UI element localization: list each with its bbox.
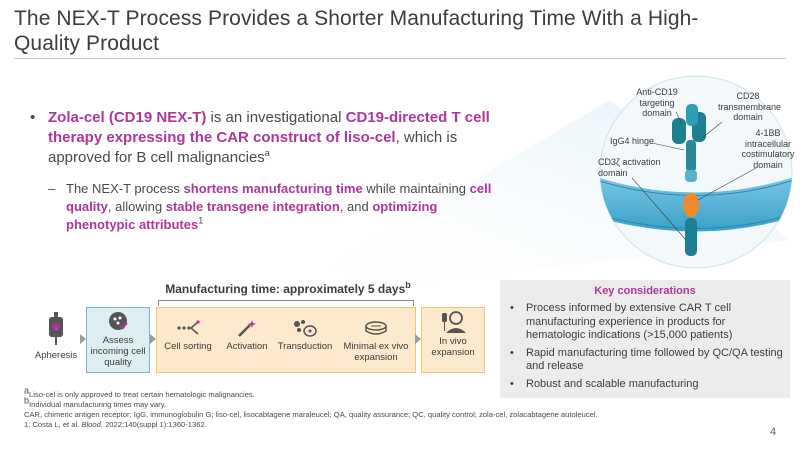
key-considerations-panel: Key considerations •Process informed by … bbox=[500, 280, 790, 398]
step-in-vivo-box bbox=[421, 307, 485, 373]
label-igg4: IgG4 hinge bbox=[610, 136, 655, 146]
step-apheresis: Apheresis bbox=[30, 308, 82, 372]
car-construct bbox=[672, 104, 706, 256]
flow-arrow bbox=[150, 334, 156, 344]
key-considerations-title: Key considerations bbox=[594, 285, 696, 297]
step-in-vivo: In vivo expansion bbox=[421, 311, 485, 358]
title-divider bbox=[14, 58, 786, 59]
step-transduction: Transduction bbox=[272, 318, 338, 352]
cell-check-icon bbox=[109, 312, 128, 330]
flow-arrow bbox=[415, 334, 421, 344]
main-bullets: • Zola-cel (CD19 NEX-T) is an investigat… bbox=[30, 108, 500, 234]
page-number: 4 bbox=[770, 426, 777, 438]
patient-infusion-icon bbox=[442, 311, 466, 333]
wand-icon bbox=[238, 320, 256, 337]
list-item: •Robust and scalable manufacturing bbox=[510, 377, 699, 390]
footnotes: aLiso-cel is only approved to treat cert… bbox=[24, 385, 744, 430]
cell-membrane bbox=[600, 175, 792, 232]
label-cd3z: CD3ζ activation domain bbox=[598, 157, 661, 178]
iv-bag-icon bbox=[49, 312, 63, 345]
label-anti-cd19: Anti-CD19 targeting domain bbox=[636, 87, 678, 118]
footnote-a: aLiso-cel is only approved to treat cert… bbox=[24, 385, 255, 399]
footnote-b: bIndividual manufacturing times may vary… bbox=[24, 395, 167, 409]
footnote-abbreviations: CAR, chimeric antigen receptor; IgG, imm… bbox=[24, 410, 598, 419]
culture-dish-icon bbox=[365, 321, 387, 335]
list-item: •Rapid manufacturing time followed by QC… bbox=[510, 346, 783, 373]
bullet-zola-cel: • Zola-cel (CD19 NEX-T) is an investigat… bbox=[30, 109, 490, 166]
label-cd28: CD28 transmembrane domain bbox=[718, 91, 782, 122]
key-considerations-list: •Process informed by extensive CAR T cel… bbox=[508, 302, 784, 395]
manufacturing-box bbox=[156, 307, 416, 373]
manufacturing-time-label: Manufacturing time: approximately 5 days… bbox=[165, 280, 411, 297]
label-4-1bb: 4-1BB intracellular costimulatory domain bbox=[741, 128, 795, 170]
flow-arrow bbox=[80, 334, 86, 344]
step-cell-sorting: Cell sorting bbox=[160, 318, 216, 352]
vector-cell-icon bbox=[294, 320, 317, 337]
list-item: •Process informed by extensive CAR T cel… bbox=[510, 302, 733, 341]
step-activation: Activation bbox=[220, 318, 274, 352]
step-assess-box bbox=[86, 307, 150, 373]
manufacturing-bracket bbox=[158, 300, 414, 301]
slide-title: The NEX-T Process Provides a Shorter Man… bbox=[14, 7, 699, 55]
step-expansion: Minimal ex vivo expansion bbox=[338, 318, 414, 363]
footnote-reference: 1. Costa L, et al. Blood. 2022;140(suppl… bbox=[24, 420, 207, 429]
sub-bullet-nex-t: – The NEX-T process shortens manufacturi… bbox=[48, 181, 492, 232]
step-assess: Assess incoming cell quality bbox=[86, 310, 150, 368]
cell-sorting-icon bbox=[177, 320, 200, 335]
